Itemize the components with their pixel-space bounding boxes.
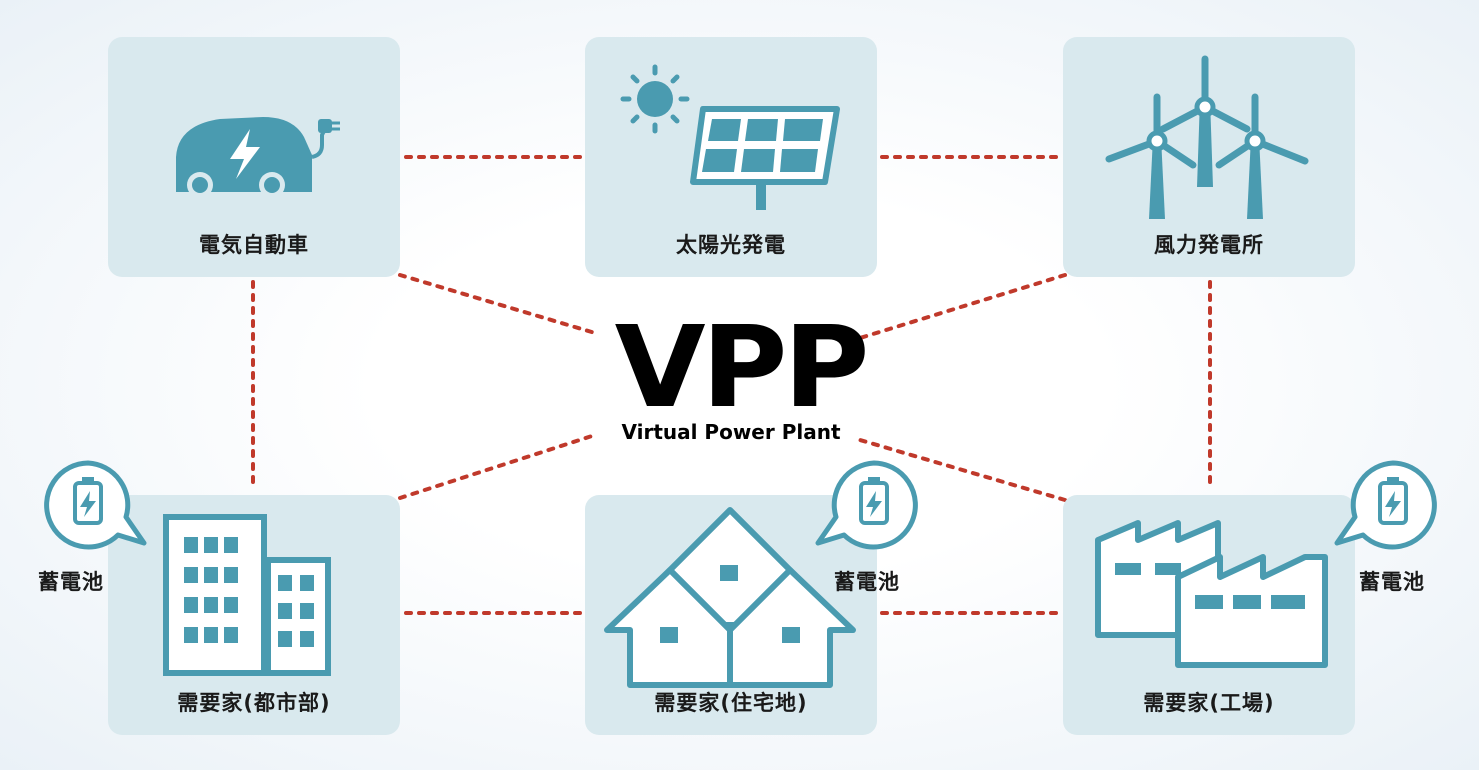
solar-panel-icon xyxy=(620,64,840,210)
battery-icon xyxy=(1334,460,1437,550)
houses-icon xyxy=(604,507,856,688)
battery-label-residential: 蓄電池 xyxy=(834,570,900,594)
node-electric-car: 電気自動車 xyxy=(108,37,400,277)
node-urban: 需要家(都市部) xyxy=(108,495,400,735)
node-label-wind: 風力発電所 xyxy=(1154,233,1264,257)
node-factory: 需要家(工場) xyxy=(1063,495,1355,735)
link-ev-vpp xyxy=(398,273,597,335)
node-label-solar: 太陽光発電 xyxy=(676,233,786,257)
link-factory-vpp xyxy=(858,438,1067,502)
node-label-residential: 需要家(住宅地) xyxy=(654,691,808,715)
node-residential: 需要家(住宅地) xyxy=(585,495,877,735)
link-wind-vpp xyxy=(858,273,1067,340)
link-urban-vpp xyxy=(398,433,597,500)
vpp-title: VPP xyxy=(614,303,870,433)
node-wind: 風力発電所 xyxy=(1063,37,1355,277)
electric-car-icon xyxy=(176,117,340,198)
node-label-urban: 需要家(都市部) xyxy=(177,691,331,715)
office-building-icon xyxy=(163,514,331,676)
battery-icon xyxy=(815,460,918,550)
node-solar: 太陽光発電 xyxy=(585,37,877,277)
wind-turbine-icon xyxy=(1105,55,1309,219)
battery-label-urban: 蓄電池 xyxy=(38,570,104,594)
battery-label-factory: 蓄電池 xyxy=(1359,570,1425,594)
node-label-factory: 需要家(工場) xyxy=(1143,691,1275,715)
battery-icon xyxy=(44,460,147,550)
vpp-subtitle: Virtual Power Plant xyxy=(621,420,841,444)
factory-icon xyxy=(1095,520,1328,668)
node-label-ev: 電気自動車 xyxy=(199,233,309,257)
